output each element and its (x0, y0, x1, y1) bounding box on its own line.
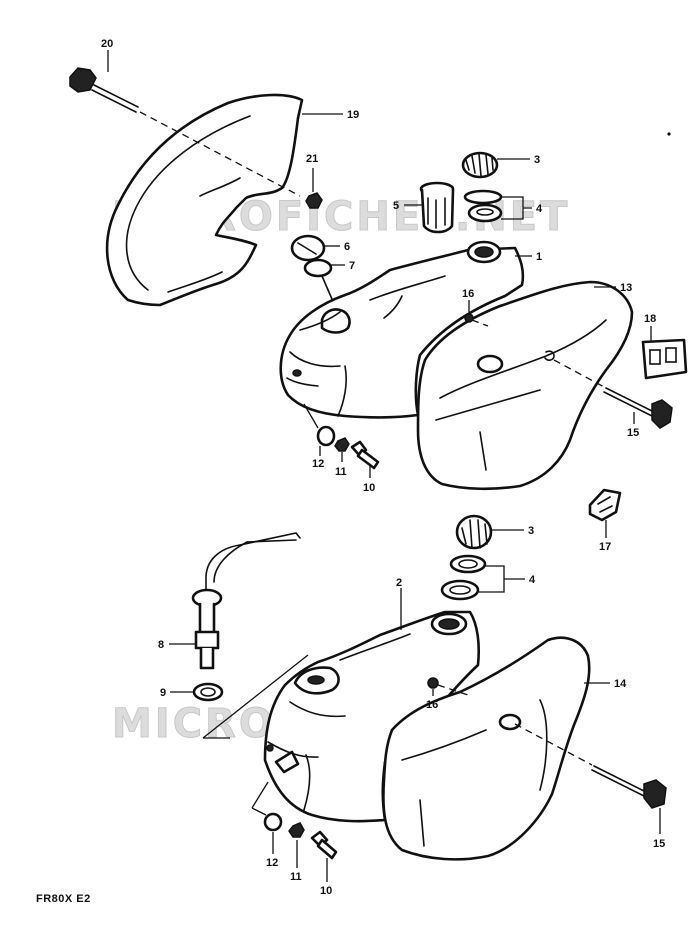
grommet-16-top (464, 313, 474, 323)
callout-12: 12 (312, 458, 324, 470)
clip-17 (588, 488, 622, 522)
washer-12-bottom (263, 812, 283, 832)
bolt-15-bottom (514, 723, 667, 809)
filter-5 (419, 181, 455, 234)
nut-11-bottom (288, 822, 305, 838)
fuel-cap-3 (461, 151, 499, 179)
callout-7: 7 (349, 260, 355, 272)
callout-15-bottom: 15 (653, 838, 665, 850)
bolt-10-bottom (310, 830, 338, 860)
bolt-10-top (350, 440, 380, 470)
callout-21: 21 (306, 153, 318, 165)
callout-16-bottom: 16 (426, 699, 438, 711)
seal-4-bottom (440, 554, 487, 601)
callout-16: 16 (462, 288, 474, 300)
callout-10-bottom: 10 (320, 885, 332, 897)
callout-1: 1 (536, 251, 542, 263)
callouts: 20 19 21 3 5 4 6 7 1 13 16 18 15 (101, 38, 665, 897)
callout-17: 17 (599, 541, 611, 553)
oil-cap-6 (290, 234, 326, 262)
callout-13: 13 (620, 282, 632, 294)
callout-4-bottom: 4 (529, 574, 536, 586)
callout-20: 20 (101, 38, 113, 50)
callout-5: 5 (393, 200, 399, 212)
callout-8: 8 (158, 639, 164, 651)
grommet-16-bottom (427, 677, 439, 689)
plate-18 (641, 338, 688, 380)
cap-seal-7 (303, 258, 333, 278)
callout-10: 10 (363, 482, 375, 494)
callout-3: 3 (534, 154, 540, 166)
callout-12-bottom: 12 (266, 857, 278, 869)
seal-ring-9 (192, 682, 224, 702)
model-label: FR80X E2 (36, 893, 91, 905)
fuel-gauge-sender-8 (191, 532, 301, 670)
washer-12-top (316, 425, 336, 447)
bolt-15-top (553, 359, 673, 429)
nut-21 (305, 192, 323, 209)
fuel-cap-3-bottom (455, 514, 493, 550)
bolt-20 (69, 67, 301, 197)
nut-11-top (334, 437, 350, 452)
callout-11-bottom: 11 (290, 871, 302, 883)
callout-6: 6 (344, 241, 350, 253)
callout-3-bottom: 3 (528, 525, 534, 537)
callout-2: 2 (396, 577, 402, 589)
callout-4: 4 (536, 203, 543, 215)
callout-15: 15 (627, 427, 639, 439)
side-cover-13 (416, 280, 634, 491)
callout-14: 14 (614, 678, 627, 690)
callout-9: 9 (160, 687, 166, 699)
fuel-tank-2 (263, 610, 481, 823)
side-cover-19 (105, 93, 304, 307)
callout-18: 18 (644, 313, 656, 325)
callout-11: 11 (335, 466, 347, 478)
callout-19: 19 (347, 109, 359, 121)
